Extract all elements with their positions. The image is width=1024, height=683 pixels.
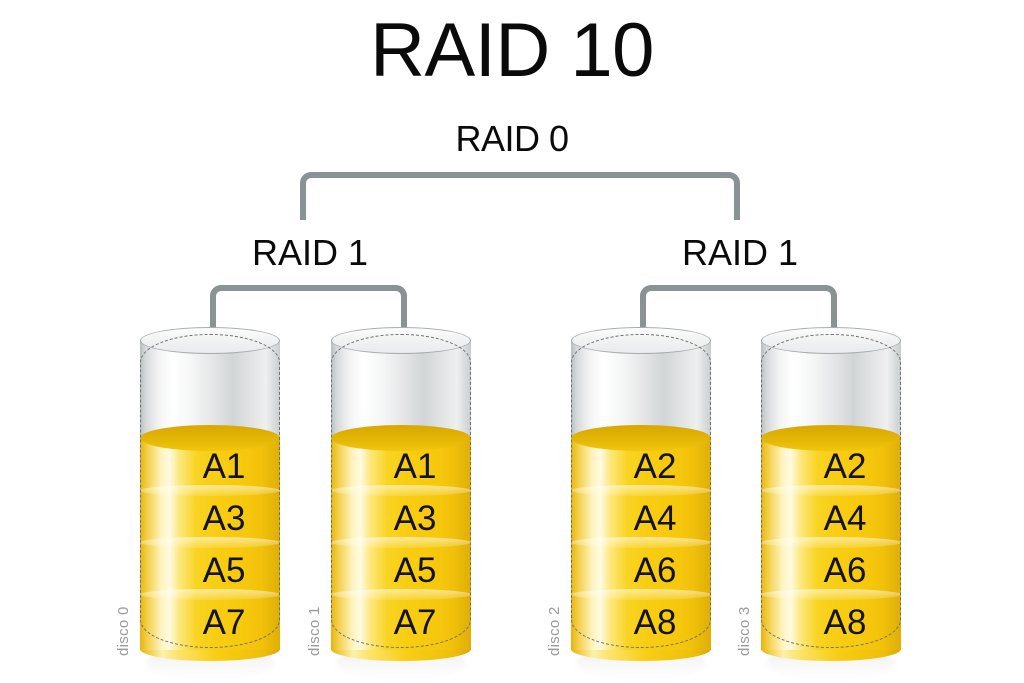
disk-cylinder-1: A1 A3 A5 A7: [331, 327, 471, 681]
disk-top-ellipse: [140, 327, 280, 354]
disk-block-label: A7: [393, 603, 437, 642]
raid1-connector-bracket-left: [210, 285, 407, 357]
disk-top-ellipse: [331, 327, 471, 354]
disk-caption-0: disco 0: [115, 606, 132, 656]
disk-block-label: A7: [202, 603, 246, 642]
disk-block-segment: [571, 537, 711, 598]
disk-block-segment: [140, 537, 280, 598]
disk-caption-2: disco 2: [546, 606, 563, 656]
disk-block-segment: [761, 485, 901, 546]
disk-fill-top-ellipse: [761, 425, 901, 451]
disk-block-segment: [571, 589, 711, 650]
disk-block-label: A2: [633, 447, 677, 486]
disk-block-label: A4: [633, 499, 677, 538]
disk-block-label: A6: [823, 551, 867, 590]
disk-block-segment: [571, 485, 711, 546]
disk-block-label: A8: [823, 603, 867, 642]
disk-block-label: A3: [393, 499, 437, 538]
disk-block-segment: [140, 485, 280, 546]
disk-block-label: A6: [633, 551, 677, 590]
disk-free-space: [140, 327, 280, 440]
disk-block-segment: [140, 589, 280, 650]
disk-free-space: [571, 327, 711, 440]
disk-block-segment: [331, 537, 471, 598]
disk-free-space: [331, 327, 471, 440]
disk-block-label: A8: [633, 603, 677, 642]
disk-block-label: A1: [393, 447, 437, 486]
disk-block-label: A3: [202, 499, 246, 538]
raid1-group-label-right: RAID 1: [681, 232, 799, 273]
disk-block-label: A5: [202, 551, 246, 590]
disk-cylinder-2: A2 A4 A6 A8: [571, 327, 711, 681]
disk-top-ellipse: [761, 327, 901, 354]
disk-block-segment: [761, 537, 901, 598]
disk-top-ellipse: [571, 327, 711, 354]
raid1-connector-bracket-right: [640, 285, 837, 357]
disk-used-space: A1 A3 A5 A7: [331, 425, 471, 661]
page-title: RAID 10: [370, 8, 654, 93]
disk-fill-top-ellipse: [331, 425, 471, 451]
disk-cylinder-0: A1 A3 A5 A7: [140, 327, 280, 681]
disk-free-space: [761, 327, 901, 440]
disk-block-segment: [331, 485, 471, 546]
raid0-group-label: RAID 0: [455, 118, 569, 159]
disk-caption-3: disco 3: [736, 606, 753, 656]
disk-block-segment: [331, 589, 471, 650]
disk-used-space: A2 A4 A6 A8: [571, 425, 711, 661]
disk-block-segment: [761, 589, 901, 650]
disk-used-space: A1 A3 A5 A7: [140, 425, 280, 661]
disk-caption-1: disco 1: [306, 606, 323, 656]
disk-fill-top-ellipse: [140, 425, 280, 451]
disk-cylinder-3: A2 A4 A6 A8: [761, 327, 901, 681]
disk-block-label: A4: [823, 499, 867, 538]
disk-block-label: A5: [393, 551, 437, 590]
raid1-group-label-left: RAID 1: [251, 232, 369, 273]
disk-block-label: A1: [202, 447, 246, 486]
raid0-connector-bracket: [300, 172, 740, 220]
disk-block-label: A2: [823, 447, 867, 486]
disk-used-space: A2 A4 A6 A8: [761, 425, 901, 661]
disk-fill-top-ellipse: [571, 425, 711, 451]
